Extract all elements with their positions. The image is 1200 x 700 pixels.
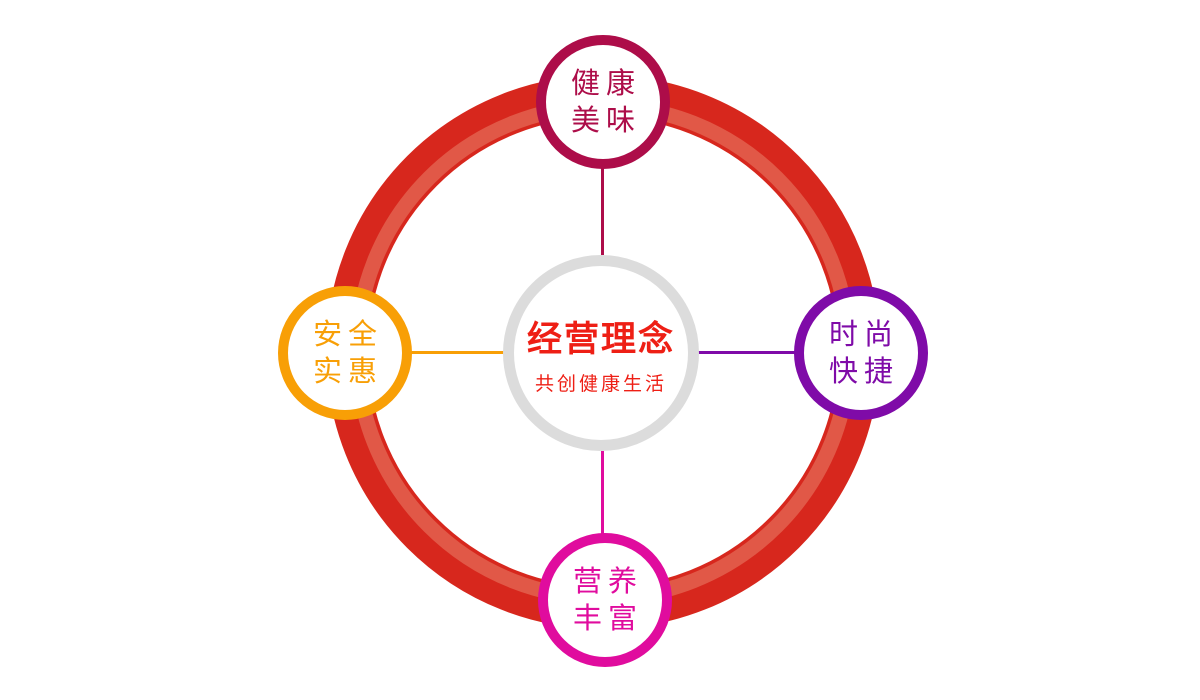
node-label-line: 营养	[572, 564, 643, 598]
connector-left	[410, 351, 504, 354]
node-label-line: 丰富	[572, 601, 643, 635]
node-healthy-delicious: 健康 美味	[536, 35, 670, 169]
center-hub-circle: 经营理念 共创健康生活	[503, 255, 699, 451]
node-nutritious: 营养 丰富	[538, 533, 672, 667]
center-subtitle: 共创健康生活	[534, 372, 667, 395]
connector-right	[698, 351, 795, 354]
node-label-line: 安全	[312, 317, 383, 351]
node-label-line: 美味	[570, 103, 641, 137]
center-title: 经营理念	[526, 318, 675, 360]
connector-top	[601, 167, 604, 255]
connector-bottom	[601, 451, 604, 535]
node-label-line: 实惠	[312, 354, 383, 388]
node-safe-affordable: 安全 实惠	[278, 286, 412, 420]
node-label-line: 快捷	[828, 354, 899, 388]
node-label-line: 时尚	[828, 317, 899, 351]
node-fashion-fast: 时尚 快捷	[794, 286, 928, 420]
node-label-line: 健康	[570, 66, 641, 100]
